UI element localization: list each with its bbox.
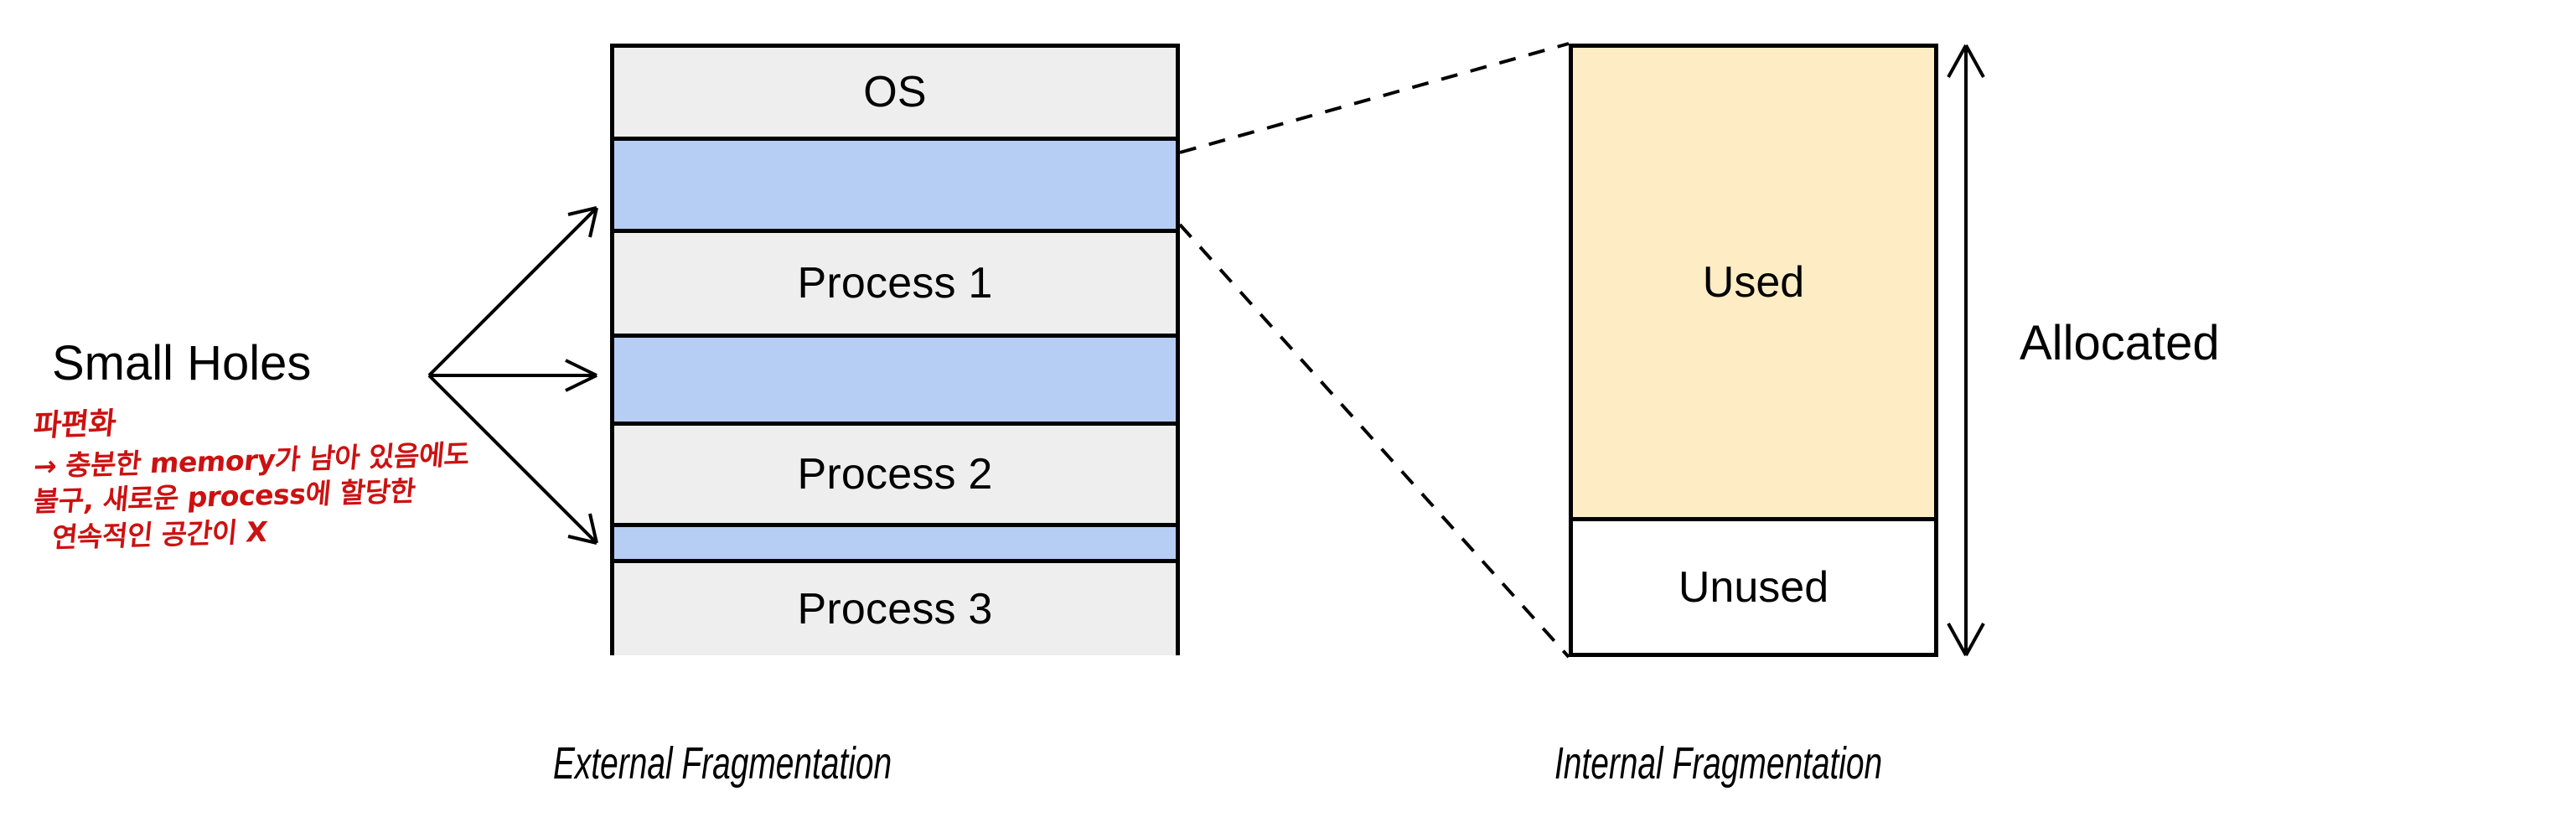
allocated-measure-arrow	[1947, 44, 1985, 656]
zoom-dash-top	[1179, 42, 1570, 154]
memory-divider	[614, 559, 1176, 563]
allocated-measure-head-bottom	[1947, 623, 1985, 656]
small-holes-label: Small Holes	[52, 336, 312, 391]
memory-divider	[614, 422, 1176, 426]
allocation-part-unused: Unused	[1573, 521, 1934, 653]
memory-block-label: Process 1	[797, 259, 993, 308]
allocation-part-used: Used	[1573, 48, 1934, 517]
allocation-part-label: Unused	[1678, 562, 1829, 612]
allocation-block: Used Unused	[1569, 44, 1938, 657]
allocation-divider	[1573, 517, 1934, 521]
caption-external-fragmentation: External Fragmentation	[553, 738, 892, 789]
memory-divider	[614, 334, 1176, 338]
memory-divider	[614, 229, 1176, 233]
memory-block-os: OS	[614, 48, 1176, 137]
small-holes-arrow-up-line	[427, 206, 598, 377]
zoom-dashed-leaders	[1178, 42, 1570, 659]
allocation-part-label: Used	[1702, 258, 1805, 307]
handwritten-annotation: 파편화 → 충분한 memory가 남아 있음에도 불구, 새로운 proces…	[32, 406, 587, 556]
small-holes-arrow-mid-head	[565, 359, 597, 392]
memory-block-hole-2	[614, 338, 1176, 422]
memory-block-label: Process 2	[797, 450, 993, 499]
caption-internal-fragmentation: Internal Fragmentation	[1554, 738, 1883, 789]
memory-divider	[614, 137, 1176, 141]
memory-block-label: Process 3	[797, 585, 993, 634]
memory-block-process-3: Process 3	[614, 563, 1176, 655]
zoom-dash-bottom	[1178, 223, 1570, 659]
allocated-label: Allocated	[2020, 316, 2220, 370]
memory-block-hole-1	[614, 141, 1176, 229]
memory-block-process-1: Process 1	[614, 233, 1176, 334]
allocated-measure-head-top	[1947, 44, 1985, 78]
memory-block-hole-3	[614, 527, 1176, 559]
memory-divider	[614, 523, 1176, 527]
memory-block-label: OS	[863, 68, 927, 116]
memory-column: OS Process 1 Process 2 Process 3	[610, 44, 1180, 655]
memory-block-process-2: Process 2	[614, 426, 1176, 523]
small-holes-arrow-up-head	[567, 206, 598, 238]
